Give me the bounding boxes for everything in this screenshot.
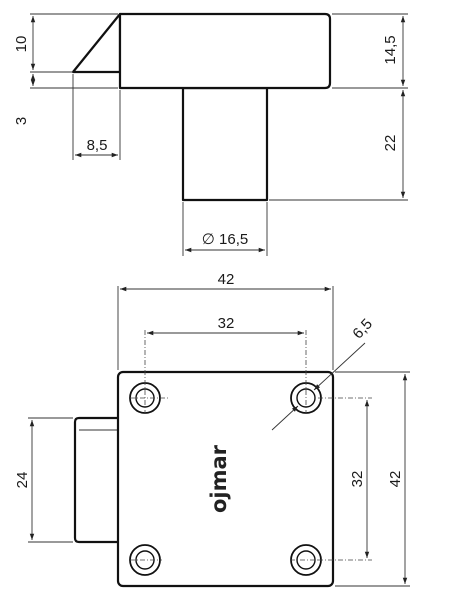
dim-plate-width: 42 [218,271,235,288]
lock-plate [116,370,335,588]
lock-bolt [73,416,122,544]
side-view: 10 3 8,5 14,5 22 ∅ 16,5 [13,12,408,256]
dim-hole-diameter: 6,5 [349,316,376,343]
lock-body-side [118,12,332,90]
dim-hole-spacing-v: 32 [349,471,366,488]
latch-wedge [71,12,122,74]
front-view: 42 32 6,5 32 42 24 ojmar [14,271,410,588]
ojmar-logo: ojmar [207,444,231,513]
dim-cylinder-length: 22 [382,135,399,152]
dim-plate-height: 42 [387,471,404,488]
dim-hole-spacing-h: 32 [218,315,235,332]
dim-bolt-height: 24 [14,472,31,489]
dim-latch-width: 8,5 [87,137,108,154]
dim-flange-height: 10 [13,36,30,53]
lock-cylinder [181,86,269,202]
dim-latch-offset: 3 [13,117,30,125]
dim-body-height: 14,5 [382,35,399,64]
dim-cylinder-diameter: ∅ 16,5 [202,231,248,248]
